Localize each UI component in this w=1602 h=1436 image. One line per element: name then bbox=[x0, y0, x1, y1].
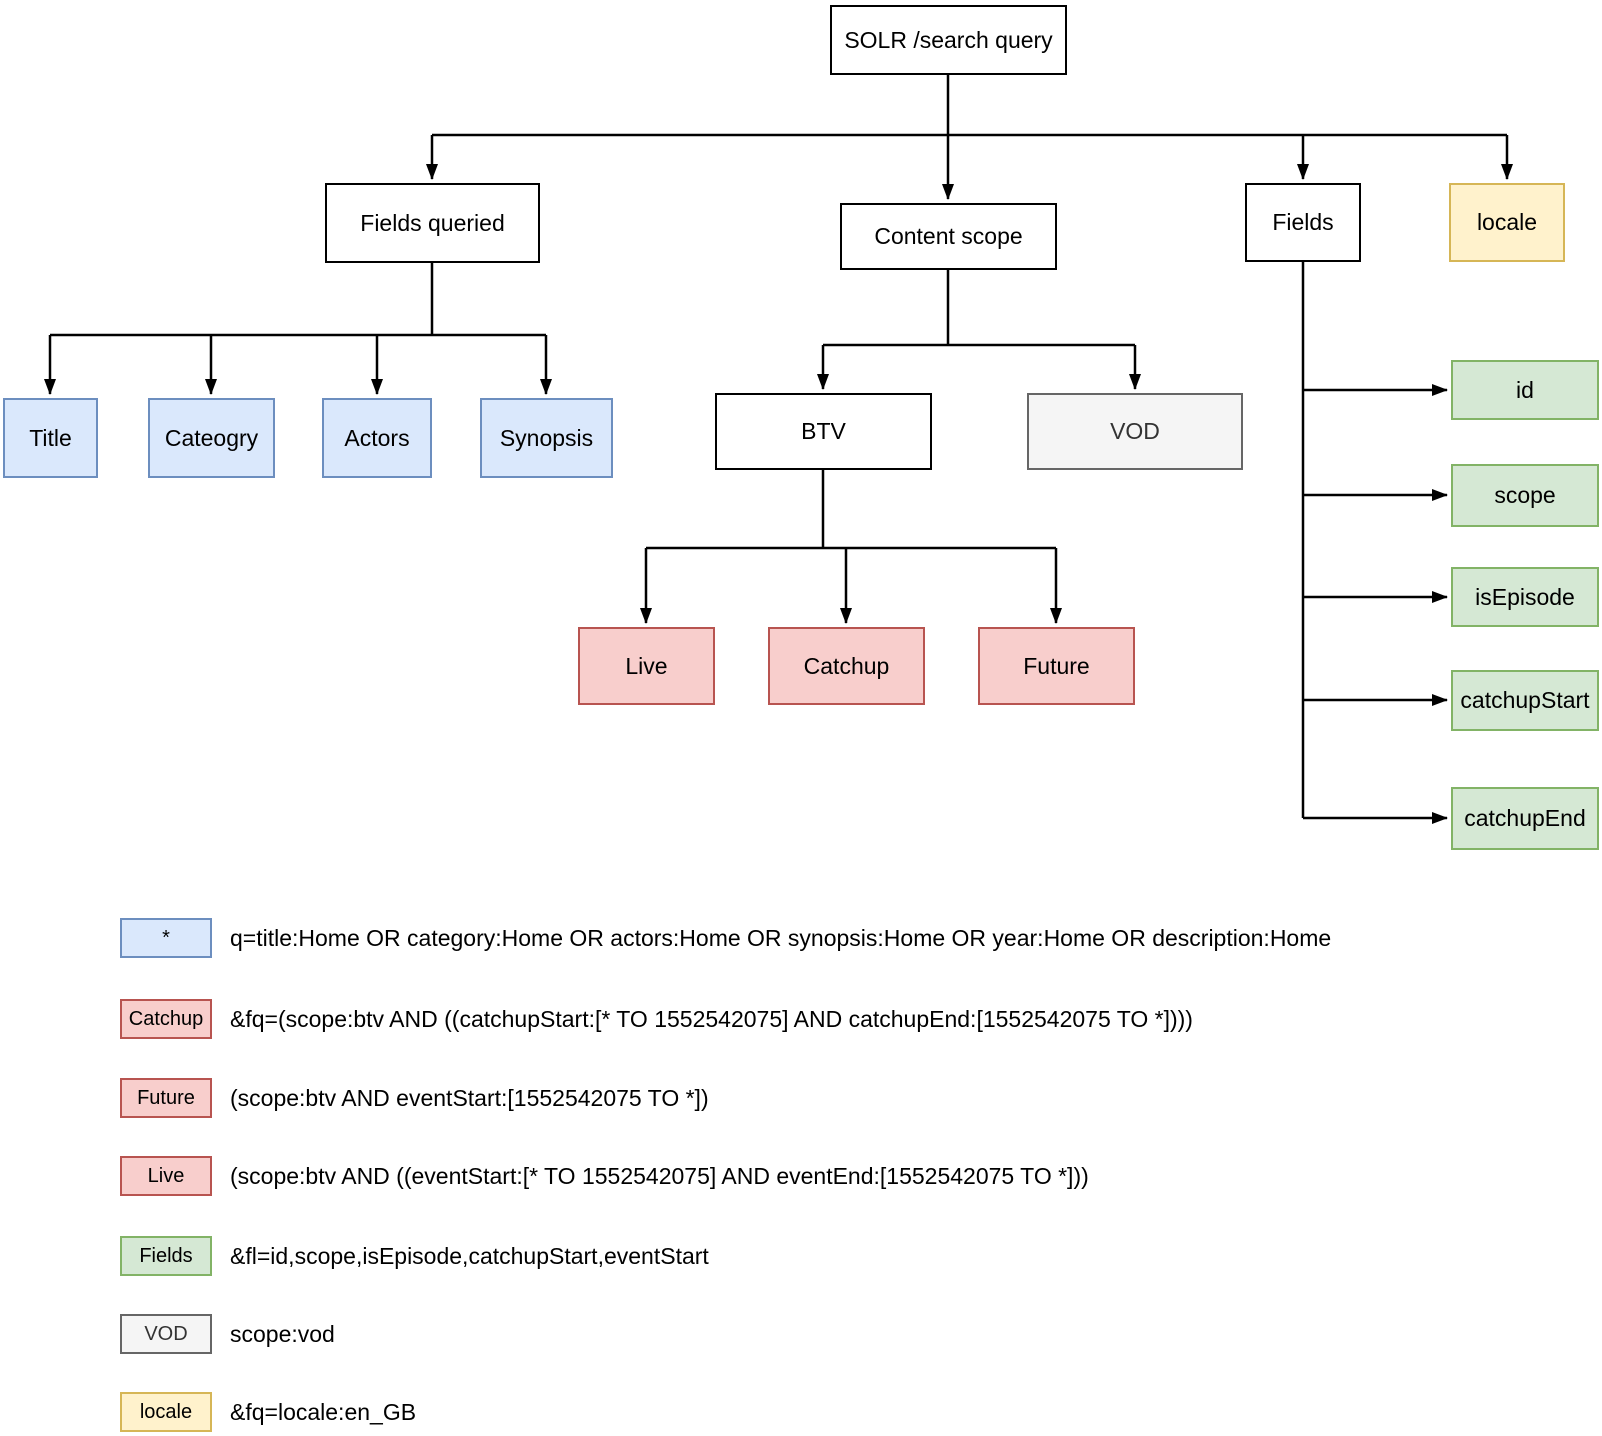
node-catchup: Catchup bbox=[768, 627, 925, 705]
legend-row-future: Future (scope:btv AND eventStart:[1552542… bbox=[0, 1078, 1602, 1118]
node-fields: Fields bbox=[1245, 183, 1361, 262]
node-label: Title bbox=[29, 424, 72, 451]
legend-swatch-label: Fields bbox=[139, 1244, 193, 1267]
legend-row-catchup: Catchup&fq=(scope:btv AND ((catchupStart… bbox=[0, 999, 1602, 1039]
legend-query-text: &fl=id,scope,isEpisode,catchupStart,even… bbox=[230, 1242, 709, 1269]
legend-swatch-future: Future bbox=[120, 1078, 212, 1118]
legend-swatch-locale: locale bbox=[120, 1392, 212, 1432]
legend-swatch-catchup: Catchup bbox=[120, 999, 212, 1039]
node-vod: VOD bbox=[1027, 393, 1243, 470]
node-cateogry: Cateogry bbox=[148, 398, 275, 478]
node-future: Future bbox=[978, 627, 1135, 705]
legend-swatch-label: Future bbox=[137, 1086, 195, 1109]
node-label: Content scope bbox=[874, 223, 1023, 249]
node-label: SOLR /search query bbox=[844, 26, 1053, 53]
node-label: Future bbox=[1023, 652, 1090, 679]
legend-row-locale: locale&fq=locale:en_GB bbox=[0, 1392, 1602, 1432]
node-live: Live bbox=[578, 627, 715, 705]
node-label: Synopsis bbox=[499, 424, 594, 451]
legend-swatch-label: Live bbox=[147, 1164, 185, 1187]
legend-row-star: * q=title:Home OR category:Home OR actors… bbox=[0, 918, 1602, 958]
node-label: id bbox=[1516, 376, 1534, 403]
legend-query-text: (scope:btv AND eventStart:[1552542075 TO… bbox=[230, 1084, 709, 1111]
node-label: Live bbox=[625, 652, 668, 679]
node-label: locale bbox=[1476, 209, 1538, 235]
node-label: catchupStart bbox=[1460, 687, 1590, 713]
node-btv: BTV bbox=[715, 393, 932, 470]
node-field-catchupStart: catchupStart bbox=[1451, 670, 1599, 731]
legend-swatch-live: Live bbox=[120, 1156, 212, 1196]
node-label: VOD bbox=[1110, 418, 1160, 444]
legend-query-text: &fq=locale:en_GB bbox=[230, 1398, 417, 1425]
legend-swatch-star: * bbox=[120, 918, 212, 958]
legend-row-vod: VOD scope:vod bbox=[0, 1314, 1602, 1354]
node-label: scope bbox=[1494, 482, 1556, 508]
node-label: Fields bbox=[1272, 209, 1334, 235]
node-synopsis: Synopsis bbox=[480, 398, 613, 478]
node-label: Cateogry bbox=[164, 424, 259, 451]
legend-query-text: &fq=(scope:btv AND ((catchupStart:[* TO … bbox=[230, 1005, 1193, 1032]
node-field-catchupEnd: catchupEnd bbox=[1451, 787, 1599, 850]
node-field-scope: scope bbox=[1451, 464, 1599, 527]
legend-swatch-label: locale bbox=[139, 1400, 193, 1423]
legend-query-text: q=title:Home OR category:Home OR actors:… bbox=[230, 924, 1332, 951]
node-content-scope: Content scope bbox=[840, 203, 1057, 270]
legend-swatch-vod: VOD bbox=[120, 1314, 212, 1354]
node-label: isEpisode bbox=[1475, 583, 1575, 610]
legend-query-text: scope:vod bbox=[230, 1320, 335, 1347]
node-field-id: id bbox=[1451, 360, 1599, 420]
legend-swatch-fields: Fields bbox=[120, 1236, 212, 1276]
legend-swatch-label: Catchup bbox=[128, 1007, 204, 1030]
node-label: Catchup bbox=[803, 652, 890, 679]
legend-swatch-label: VOD bbox=[144, 1322, 188, 1345]
legend-row-live: Live (scope:btv AND ((eventStart:[* TO 15… bbox=[0, 1156, 1602, 1196]
node-actors: Actors bbox=[322, 398, 432, 478]
node-label: Actors bbox=[344, 424, 410, 451]
node-root: SOLR /search query bbox=[830, 5, 1067, 75]
legend-swatch-label: * bbox=[162, 926, 170, 949]
node-locale: locale bbox=[1449, 183, 1565, 262]
node-field-isEpisode: isEpisode bbox=[1451, 567, 1599, 627]
node-title: Title bbox=[3, 398, 98, 478]
node-label: Fields queried bbox=[360, 209, 505, 236]
legend-row-fields: Fields&fl=id,scope,isEpisode,catchupStar… bbox=[0, 1236, 1602, 1276]
node-label: BTV bbox=[801, 418, 846, 444]
node-fields-queried: Fields queried bbox=[325, 183, 540, 263]
node-label: catchupEnd bbox=[1464, 805, 1586, 831]
legend-query-text: (scope:btv AND ((eventStart:[* TO 155254… bbox=[230, 1162, 1089, 1189]
